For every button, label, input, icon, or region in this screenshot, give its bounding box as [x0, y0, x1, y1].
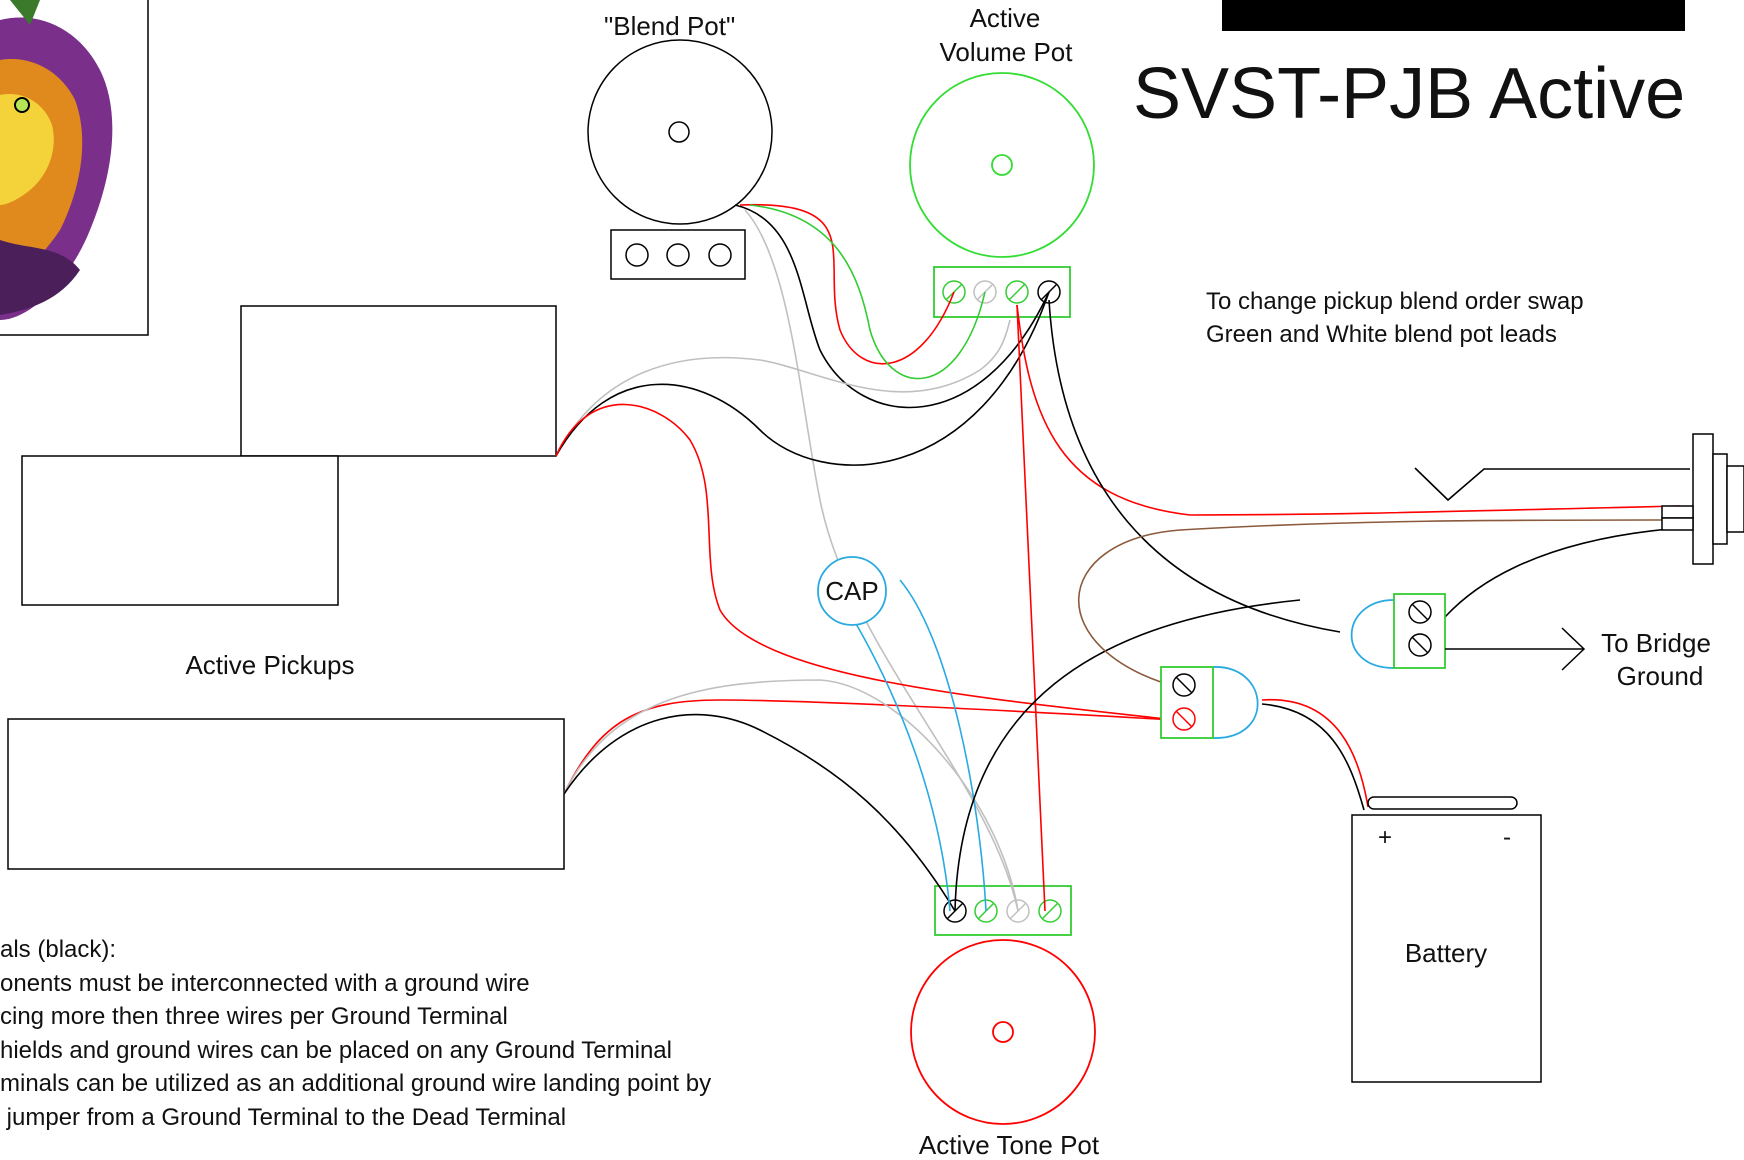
ground-note-line: minals can be utilized as an additional … [0, 1070, 711, 1097]
blend-note-line1: To change pickup blend order swap [1206, 288, 1584, 315]
ground-note-line: cing more then three wires per Ground Te… [0, 1003, 508, 1030]
pickups-label: Active Pickups [185, 650, 354, 680]
capacitor-label: CAP [825, 576, 878, 606]
bridge-ground-label-line1: To Bridge [1601, 628, 1711, 658]
ground-note-line: als (black): [0, 936, 116, 963]
bridge-ground-label-line2: Ground [1617, 661, 1704, 691]
ground-note-line: hields and ground wires can be placed on… [0, 1037, 672, 1064]
page-title: SVST-PJB Active [1133, 54, 1685, 134]
bridge-ground-connector [1350, 593, 1446, 669]
pickup-bridge [7, 718, 565, 870]
battery-connector [1160, 666, 1259, 739]
volume-pot-label-line2: Volume Pot [940, 37, 1074, 67]
output-jack [1661, 433, 1744, 565]
blend-pot [587, 39, 773, 280]
logo: D [0, 0, 149, 336]
volume-pot [909, 72, 1095, 318]
wires [555, 203, 1690, 912]
tone-pot [910, 885, 1096, 1125]
ground-note-line: onents must be interconnected with a gro… [0, 970, 530, 997]
volume-pot-label-line1: Active [970, 3, 1041, 33]
arrow-right-icon [1445, 627, 1586, 671]
blend-pot-label: "Blend Pot" [604, 11, 735, 41]
battery-label: Battery [1405, 938, 1487, 968]
capacitor [817, 556, 887, 626]
pickup-neck-rear [240, 305, 557, 457]
battery-minus-label: - [1503, 824, 1511, 851]
battery-plus-label: + [1378, 824, 1392, 851]
blend-note-line2: Green and White blend pot leads [1206, 321, 1557, 348]
tone-pot-label: Active Tone Pot [919, 1130, 1100, 1160]
title-bar [1222, 0, 1685, 31]
battery [1351, 796, 1542, 1083]
pickup-neck-front [21, 455, 339, 606]
ground-note-line: jumper from a Ground Terminal to the Dea… [0, 1104, 566, 1131]
